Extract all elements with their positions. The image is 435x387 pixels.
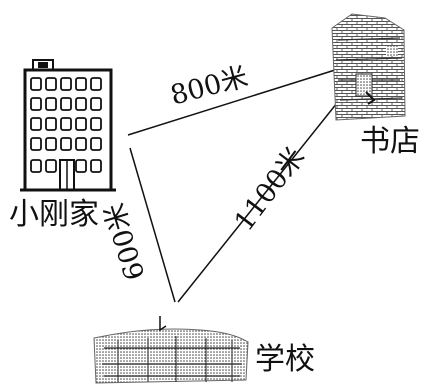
route-home-school <box>129 147 176 303</box>
place-label-home: 小刚家 <box>9 197 99 232</box>
route-bookstore-school <box>177 87 350 303</box>
place-label-bookstore: 书店 <box>360 124 420 159</box>
building-icon <box>20 59 116 192</box>
route-home-bookstore <box>127 69 336 136</box>
school-icon <box>93 316 249 384</box>
bookstore-icon <box>331 13 406 121</box>
place-label-school: 学校 <box>255 342 315 377</box>
